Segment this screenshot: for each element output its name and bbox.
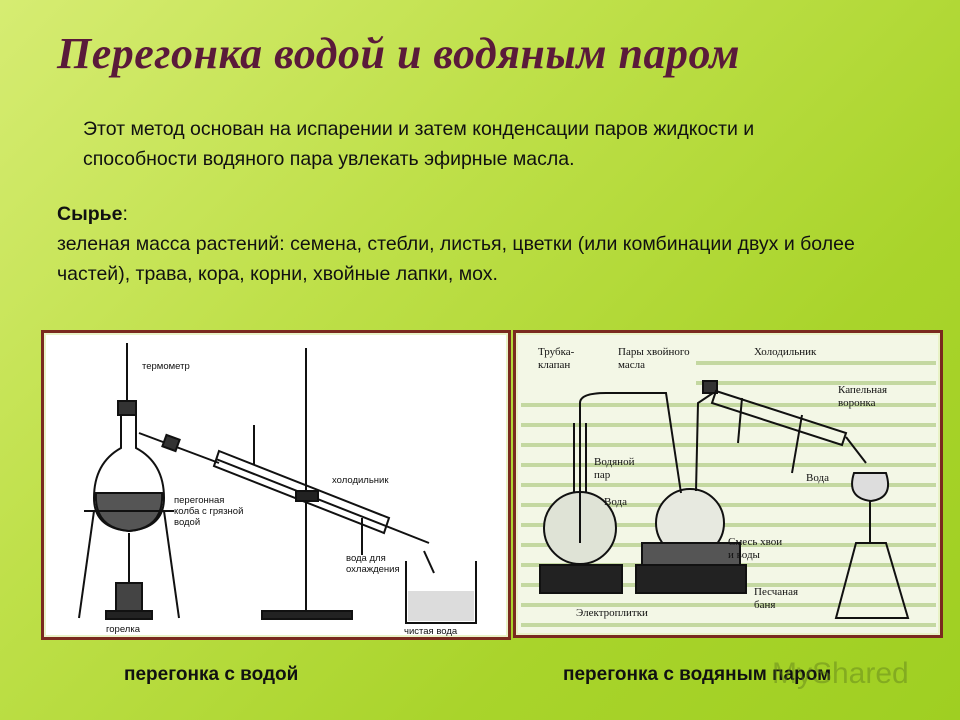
stopper: [117, 400, 137, 416]
caption-steam-distillation: перегонка с водяным паром: [563, 664, 832, 685]
condenser: [212, 449, 391, 535]
beaker: [405, 561, 477, 624]
label-mix-1: Смесь хвои: [728, 536, 782, 548]
label-sand-2: баня: [754, 599, 775, 611]
label-vapors-1: Пары хвойного: [618, 346, 690, 358]
figure-steam-distillation: Трубка- клапан Пары хвойного масла Холод…: [513, 330, 943, 638]
label-condenser: холодильник: [332, 475, 389, 486]
watermark: MyShared: [772, 657, 909, 690]
label-mix-2: и воды: [728, 549, 761, 561]
sand-bath: [641, 542, 741, 566]
label-vapors-2: масла: [618, 359, 645, 371]
burner: [115, 582, 143, 614]
dropping-funnel: [851, 472, 890, 503]
water-distillation-diagram: термометр холодильник перегонная колба с…: [78, 343, 477, 637]
label-tube-1: Трубка-: [538, 346, 575, 358]
condenser: [710, 389, 848, 447]
label-condenser: Холодильник: [754, 346, 817, 358]
hotplate-1: [539, 564, 623, 594]
figure-water-distillation: термометр холодильник перегонная колба с…: [41, 330, 511, 640]
label-flask-3: водой: [174, 517, 200, 528]
receiver-flask: [834, 542, 910, 619]
raw-material-heading: Сырье: [57, 203, 123, 225]
slide-title: Перегонка водой и водяным паром: [57, 29, 740, 78]
label-sand-1: Песчаная: [754, 586, 798, 598]
label-tube-2: клапан: [538, 359, 570, 371]
label-flask-1: перегонная: [174, 495, 224, 506]
label-cooling-1: вода для: [346, 553, 386, 564]
raw-material-block: Сырье: зеленая масса растений: семена, с…: [57, 199, 917, 289]
label-water-a: Вода: [604, 496, 627, 508]
raw-material-text: зеленая масса растений: семена, стебли, …: [57, 233, 855, 285]
caption-water-distillation: перегонка с водой: [124, 664, 299, 685]
label-flask-2: колба с грязной: [174, 506, 243, 517]
label-burner: горелка: [106, 624, 141, 635]
hotplate-2: [635, 564, 747, 594]
label-thermometer: термометр: [142, 361, 190, 372]
steam-distillation-diagram: Трубка- клапан Пары хвойного масла Холод…: [521, 346, 936, 627]
raw-material-colon: :: [122, 203, 128, 225]
label-steam-2: пар: [594, 469, 611, 481]
label-clean-water: чистая вода: [404, 626, 458, 637]
stand-base: [261, 610, 353, 620]
intro-paragraph: Этот метод основан на испарении и затем …: [83, 118, 755, 170]
label-hotplates: Электроплитки: [576, 607, 648, 619]
label-water-b: Вода: [806, 472, 829, 484]
label-cooling-2: охлаждения: [346, 564, 400, 575]
label-funnel-1: Капельная: [838, 384, 887, 396]
label-steam-1: Водяной: [594, 456, 635, 468]
label-funnel-2: воронка: [838, 397, 876, 409]
